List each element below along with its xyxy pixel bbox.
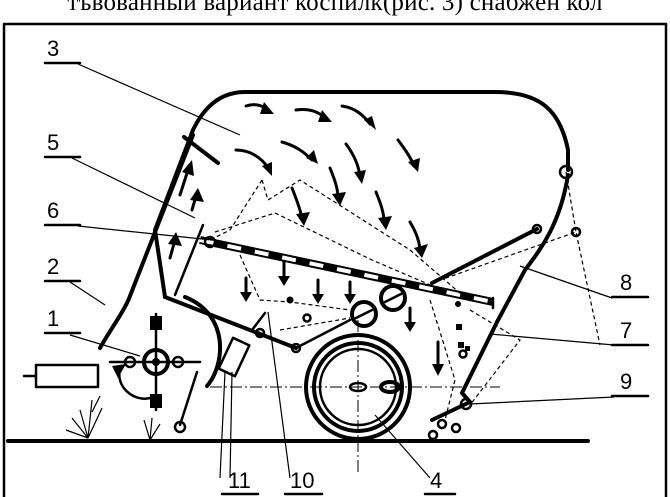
- dash-chain-upper: [261, 179, 469, 301]
- roller-b: [379, 284, 407, 312]
- cylinder-11: [217, 336, 251, 378]
- label-3: 3: [47, 36, 59, 61]
- hitch-box: [34, 363, 100, 389]
- rear-gate: [495, 173, 570, 324]
- block-7c: [465, 346, 470, 351]
- dash-link: [279, 317, 351, 331]
- dash-open-gate: [431, 231, 601, 346]
- pivot-d: [254, 327, 266, 339]
- label-2: 2: [47, 254, 59, 279]
- block-7b: [458, 342, 464, 348]
- pickup-rotation-arrowhead: [112, 364, 126, 378]
- drawbar: [98, 133, 195, 350]
- leader-lines: [69, 63, 615, 479]
- down-arrows: [240, 260, 444, 376]
- roller-a: [350, 300, 378, 328]
- label-11: 11: [228, 468, 251, 493]
- dash-rear-frame: [469, 309, 521, 406]
- pivot-h: [427, 429, 439, 441]
- pivot-i: [458, 349, 468, 359]
- pickup-roller-left: [123, 355, 137, 369]
- cylinder-rod: [250, 311, 267, 332]
- pickup-wheel-pivot: [173, 420, 187, 434]
- hay-flow-arrows: [234, 102, 428, 258]
- dash-chain-mid: [214, 212, 443, 291]
- pickup-rotation-arrow: [117, 366, 152, 400]
- frame-border: [2, 22, 668, 497]
- chamber-housing: [191, 90, 570, 172]
- dash-lower: [429, 299, 456, 421]
- pickup-guard: [183, 295, 223, 388]
- roller-b-axis: [383, 292, 403, 304]
- pickup-tine: [178, 370, 199, 427]
- floor-link: [294, 318, 352, 350]
- dash-chain-left: [209, 179, 263, 241]
- pivot-6: [203, 235, 217, 249]
- top-caption: тъвованный вариант коспилк(рис. 3) снабж…: [67, 0, 603, 16]
- pickup-tine-top: [150, 316, 162, 330]
- lower-floor: [163, 295, 298, 350]
- conveyor-stripes: [199, 238, 494, 304]
- dash-chain-low: [239, 254, 351, 311]
- pickup-tine-bottom: [150, 394, 162, 408]
- roller-a-axis: [354, 308, 374, 320]
- grass-tufts: [65, 395, 161, 441]
- pivot-c: [290, 342, 302, 354]
- pivot-open-gate: [570, 226, 582, 238]
- label-6: 6: [47, 198, 59, 223]
- rear-frame: [430, 320, 499, 422]
- pivot-e: [455, 301, 461, 307]
- label-7: 7: [620, 318, 632, 343]
- front-wall-inner: [173, 223, 205, 297]
- label-8: 8: [620, 270, 632, 295]
- block-7a: [456, 324, 462, 330]
- label-10: 10: [290, 468, 314, 493]
- pivot-gate-arm: [531, 223, 543, 235]
- pickup-roller-right: [171, 355, 185, 369]
- pivot-g: [450, 422, 462, 434]
- dash-gate-hinge: [565, 171, 577, 233]
- pivot-f: [436, 418, 448, 430]
- label-9: 9: [620, 369, 632, 394]
- label-1: 1: [47, 306, 59, 331]
- chute-arrows: [168, 160, 204, 260]
- gate-arm: [430, 227, 539, 285]
- pivot-b: [302, 313, 312, 323]
- label-4: 4: [430, 468, 442, 493]
- label-5: 5: [47, 130, 59, 155]
- pivot-gate-top: [558, 164, 574, 180]
